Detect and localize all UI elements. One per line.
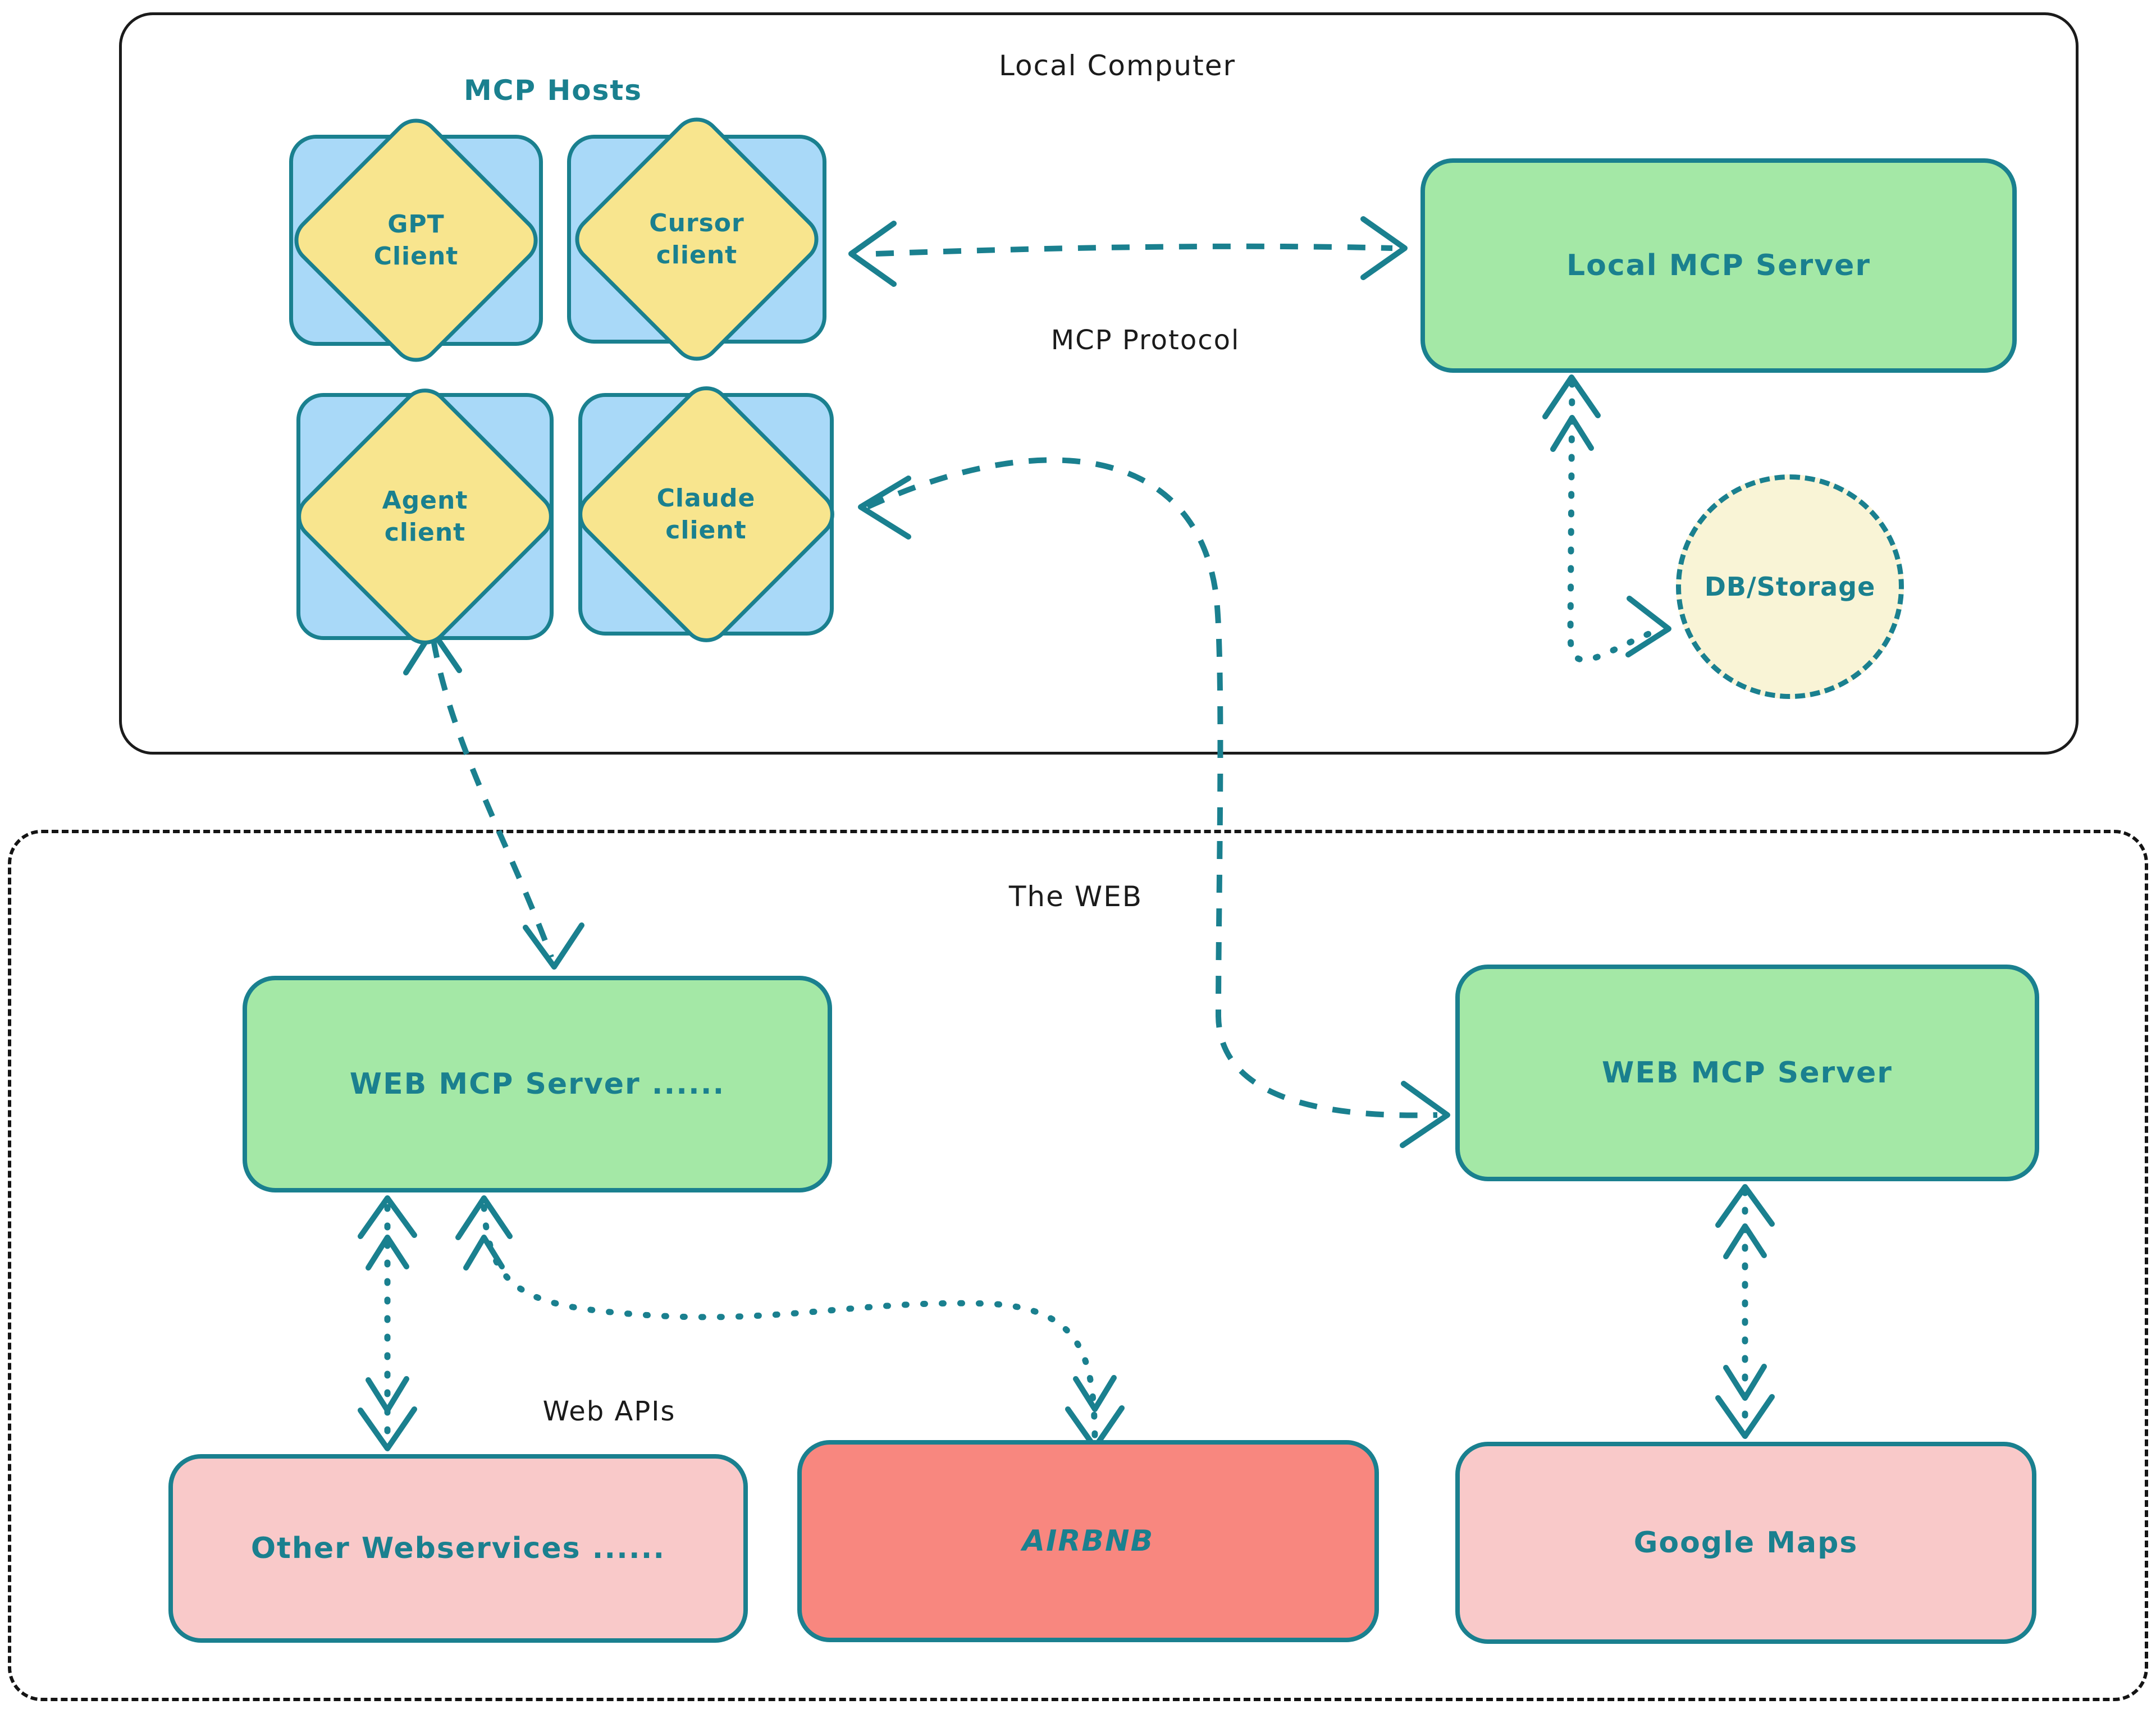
web-zone-title: The WEB [1008, 880, 1143, 913]
client-card-gpt: GPT Client [284, 108, 548, 372]
local-mcp-server-box: Local MCP Server [1420, 158, 2017, 373]
airbnb-box: AIRBNB [797, 1440, 1379, 1642]
web-apis-label: Web APIs [542, 1396, 676, 1427]
local-computer-zone-title: Local Computer [998, 49, 1236, 82]
mcp-hosts-label: MCP Hosts [463, 74, 643, 107]
client-card-claude: Claude client [568, 376, 844, 653]
client-card-cursor: Cursor client [565, 107, 829, 371]
client-label-agent: Agent client [382, 486, 468, 547]
mcp-protocol-label: MCP Protocol [1050, 325, 1240, 356]
airbnb-label: AIRBNB [1022, 1524, 1154, 1558]
web-mcp-server-left-label: WEB MCP Server ...... [349, 1067, 725, 1101]
google-maps-box: Google Maps [1455, 1442, 2036, 1644]
client-card-agent: Agent client [286, 378, 564, 655]
web-mcp-server-right-label: WEB MCP Server [1602, 1056, 1893, 1090]
db-storage-label: DB/Storage [1704, 572, 1876, 602]
db-storage-circle: DB/Storage [1676, 474, 1904, 699]
client-label-cursor: Cursor client [649, 208, 744, 269]
local-mcp-server-label: Local MCP Server [1566, 249, 1871, 282]
client-label-claude: Claude client [656, 483, 756, 545]
google-maps-label: Google Maps [1633, 1526, 1858, 1560]
other-webservices-label: Other Webservices ...... [250, 1532, 666, 1565]
other-webservices-box: Other Webservices ...... [168, 1454, 748, 1643]
web-mcp-server-left-box: WEB MCP Server ...... [243, 976, 832, 1192]
client-label-gpt: GPT Client [373, 209, 459, 271]
web-mcp-server-right-box: WEB MCP Server [1455, 965, 2039, 1181]
